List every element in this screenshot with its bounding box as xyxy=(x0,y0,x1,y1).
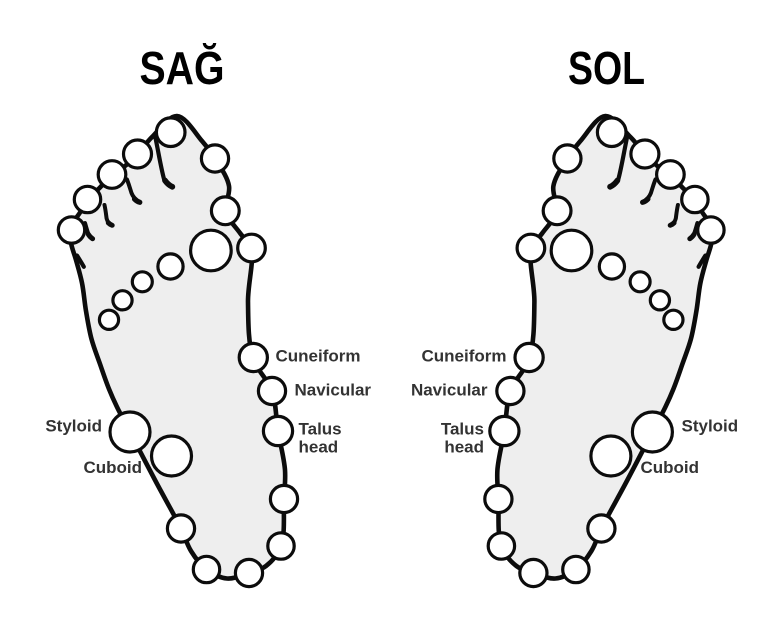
svg-text:Cuneiform: Cuneiform xyxy=(276,347,361,366)
svg-text:Cuneiform: Cuneiform xyxy=(422,347,507,366)
svg-text:Cuboid: Cuboid xyxy=(640,458,699,477)
svg-text:Navicular: Navicular xyxy=(295,381,372,400)
svg-text:Talus: Talus xyxy=(441,420,484,439)
svg-text:Talus: Talus xyxy=(299,420,342,439)
svg-text:head: head xyxy=(299,438,339,457)
svg-text:Navicular: Navicular xyxy=(411,381,488,400)
svg-text:Styloid: Styloid xyxy=(45,417,102,436)
svg-text:head: head xyxy=(444,438,484,457)
svg-text:Cuboid: Cuboid xyxy=(84,458,143,477)
svg-text:SOL: SOL xyxy=(568,42,645,94)
svg-text:SAĞ: SAĞ xyxy=(140,42,225,94)
svg-text:Styloid: Styloid xyxy=(682,417,739,436)
